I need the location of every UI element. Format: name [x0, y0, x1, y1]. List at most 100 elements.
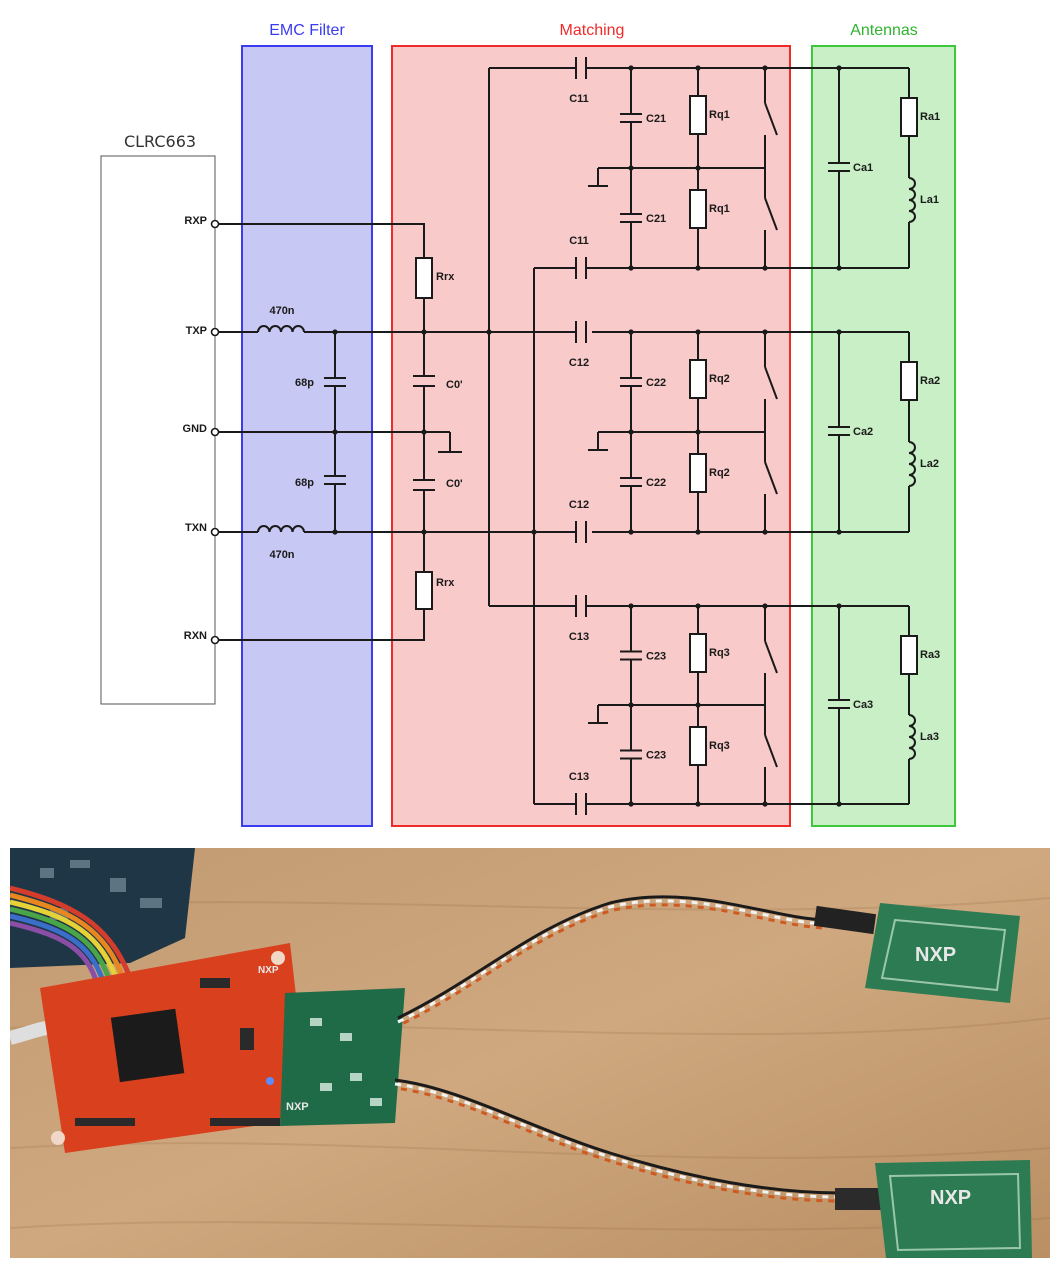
- stage-3-dot-4: [695, 801, 701, 807]
- red-board-logo: NXP: [258, 965, 279, 976]
- antenna-top-logo: NXP: [915, 944, 956, 966]
- ground-branch-1: [588, 167, 765, 187]
- resistor-rrx-bottom: [415, 571, 433, 610]
- twisted-cable-bottom: [394, 1078, 841, 1203]
- stage-3-dot-7: [695, 702, 701, 708]
- label-la2: La2: [920, 458, 939, 470]
- capacitor-c21-bottom: [620, 213, 642, 223]
- stage-2-dot-3: [628, 529, 634, 535]
- resistor-ra2: [900, 361, 918, 401]
- resistor-ra3: [900, 635, 918, 675]
- twisted-cable-top: [397, 895, 826, 1028]
- capacitor-c23-bottom: [620, 749, 642, 760]
- label-ra3: Ra3: [920, 649, 940, 661]
- resistor-rq1-bottom: [689, 189, 707, 229]
- stage-1-dot-1: [695, 65, 701, 71]
- stage-1-dot-7: [695, 165, 701, 171]
- switch-column-1: [764, 68, 778, 268]
- stage-3-dot-0: [628, 603, 634, 609]
- label-c11-bottom: C11: [569, 235, 589, 247]
- label-c12-top: C12: [569, 357, 589, 369]
- label-c22-bottom: C22: [646, 477, 666, 489]
- label-rq3-bottom: Rq3: [709, 740, 730, 752]
- label-rq2-top: Rq2: [709, 373, 730, 385]
- antennas-title: Antennas: [850, 22, 918, 39]
- hardware-photo: NXP NXP NXP NXP: [10, 848, 1050, 1258]
- label-rq1-top: Rq1: [709, 109, 730, 121]
- stage-3-dot-2: [762, 603, 768, 609]
- matching-region: [391, 45, 791, 827]
- label-la1: La1: [920, 194, 939, 206]
- inductor-470n-top: [257, 325, 305, 333]
- ground-branch-3: [588, 704, 765, 724]
- label-rq3-top: Rq3: [709, 647, 730, 659]
- resistor-rq2-top: [689, 359, 707, 399]
- label-ca2: Ca2: [853, 426, 873, 438]
- stage-3-dot-3: [628, 801, 634, 807]
- antenna-bottom-logo: NXP: [930, 1187, 971, 1209]
- label-c13-bottom: C13: [569, 771, 589, 783]
- pin-label-gnd: GND: [183, 423, 208, 435]
- junction-dots: [332, 329, 537, 535]
- capacitor-c21-top: [620, 113, 642, 123]
- antenna-rails-1: [839, 67, 909, 269]
- pin-label-rxp: RXP: [184, 215, 207, 227]
- pin-label-rxn: RXN: [184, 630, 207, 642]
- matching-title: Matching: [560, 22, 625, 39]
- stage-2-dot-1: [695, 329, 701, 335]
- antenna-rails-3: [839, 605, 909, 805]
- capacitor-c0-bottom: [413, 479, 435, 491]
- label-c23-top: C23: [646, 651, 666, 663]
- stage-3-dot-1: [695, 603, 701, 609]
- inductor-la2: [908, 441, 916, 487]
- label-rq2-bottom: Rq2: [709, 467, 730, 479]
- label-c-68p-bottom: 68p: [295, 477, 314, 489]
- capacitor-c0-top: [413, 375, 435, 387]
- capacitor-ca2: [828, 426, 850, 436]
- pin-label-txp: TXP: [186, 325, 207, 337]
- capacitor-c23-top: [620, 650, 642, 661]
- emc-filter-title: EMC Filter: [269, 22, 345, 39]
- antenna-rails-2: [839, 331, 909, 533]
- label-rq1-bottom: Rq1: [709, 203, 730, 215]
- antenna-board-bottom: NXP: [875, 1160, 1032, 1258]
- label-c0-bottom: C0': [446, 478, 463, 490]
- label-c0-top: C0': [446, 379, 463, 391]
- antenna-circuit-schematic: EMC Filter Matching Antennas CLRC663 RXP…: [100, 22, 956, 827]
- stage-3-dot-5: [762, 801, 768, 807]
- resistor-rrx-top: [415, 257, 433, 299]
- adapter-logo: NXP: [286, 1101, 309, 1113]
- switch-column-3: [764, 606, 778, 804]
- stage-2-dot-5: [762, 529, 768, 535]
- capacitor-68p-bottom: [324, 475, 346, 485]
- emc-filter-region: [241, 45, 373, 827]
- stage-2-dot-6: [628, 429, 634, 435]
- label-c23-bottom: C23: [646, 750, 666, 762]
- chip-name: CLRC663: [124, 132, 196, 151]
- stage-2-dot-2: [762, 329, 768, 335]
- capacitor-c22-top: [620, 377, 642, 387]
- switch-column-2: [764, 332, 778, 532]
- capacitor-c12-bottom: [575, 521, 587, 543]
- label-c12-bottom: C12: [569, 499, 589, 511]
- inductor-la3: [908, 714, 916, 760]
- inductor-470n-bottom: [257, 525, 305, 533]
- antenna-board-top: NXP: [865, 903, 1020, 1003]
- stage-1-dot-3: [628, 265, 634, 271]
- stage-1-dot-6: [628, 165, 634, 171]
- capacitor-ca3: [828, 699, 850, 709]
- green-adapter-board: NXP: [280, 988, 405, 1126]
- stage-1-dot-5: [762, 265, 768, 271]
- resistor-rq3-bottom: [689, 726, 707, 766]
- inductor-la1: [908, 177, 916, 223]
- resistor-rq1-top: [689, 95, 707, 135]
- pin-label-txn: TXN: [185, 522, 207, 534]
- label-la3: La3: [920, 731, 939, 743]
- connector-top: [813, 905, 877, 935]
- stage-2-dot-0: [628, 329, 634, 335]
- stage-1-dot-2: [762, 65, 768, 71]
- resistor-rq2-bottom: [689, 453, 707, 493]
- label-ca3: Ca3: [853, 699, 873, 711]
- label-ra2: Ra2: [920, 375, 940, 387]
- stage-2-dot-7: [695, 429, 701, 435]
